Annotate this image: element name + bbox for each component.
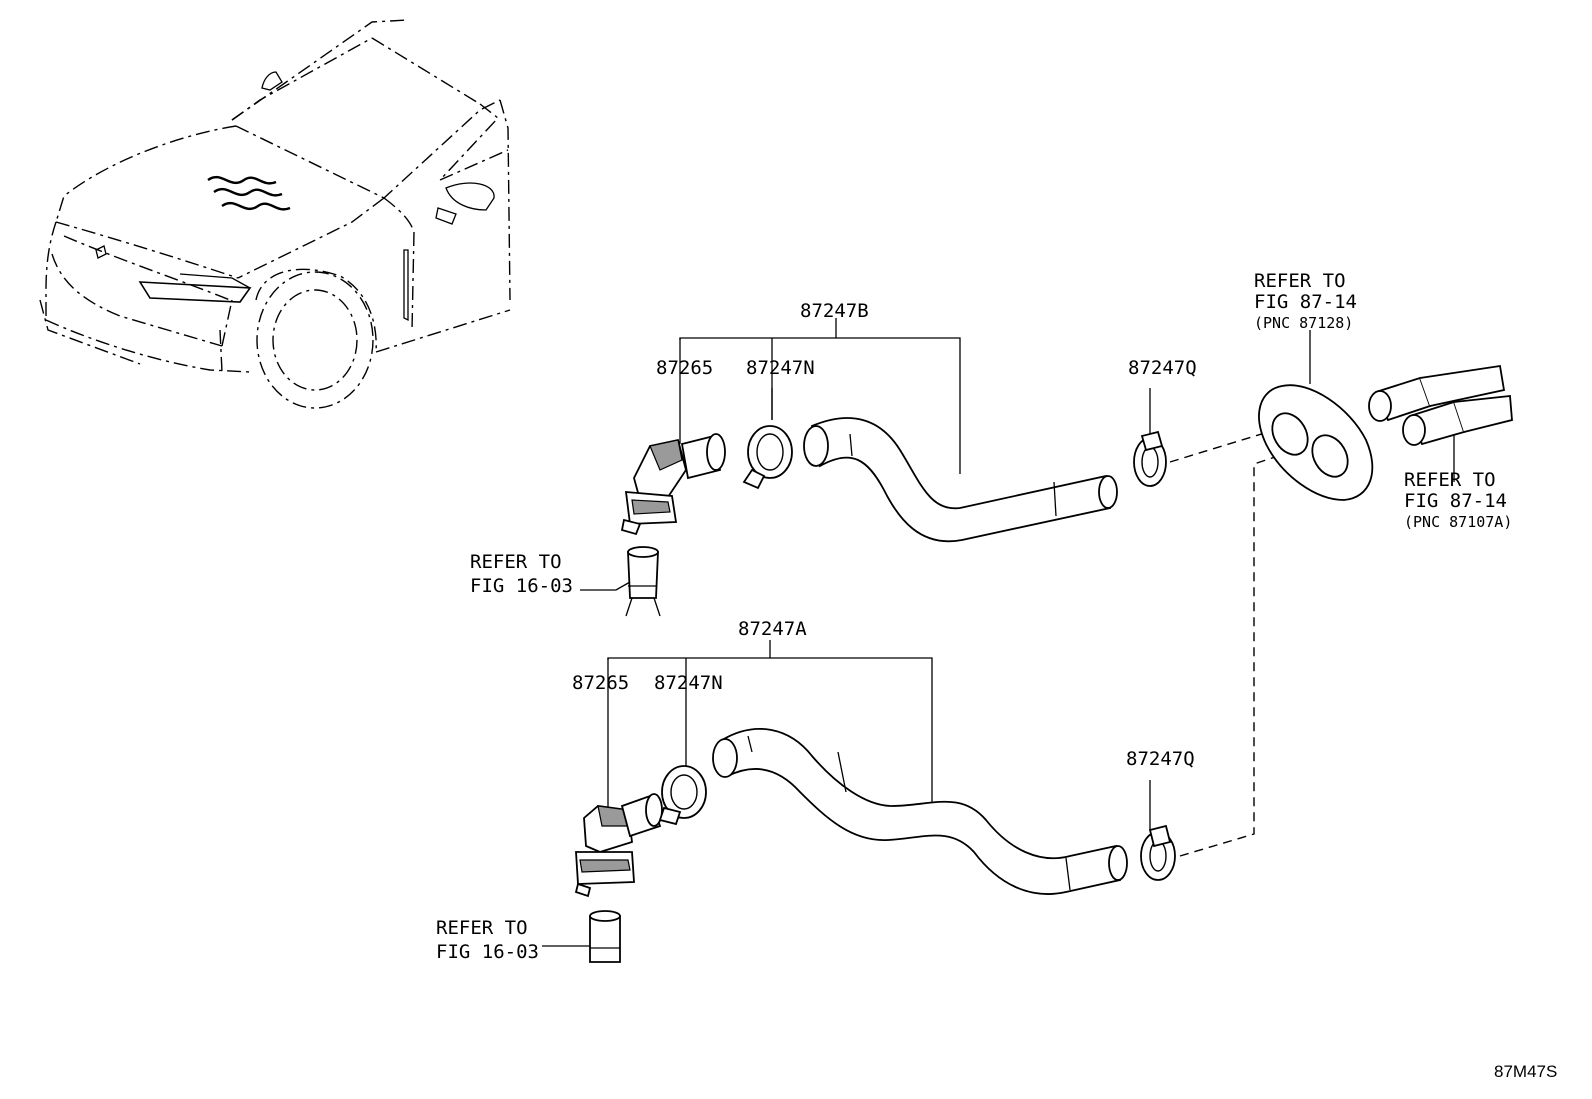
figure-code: 87M47S [1494, 1062, 1557, 1081]
ref-engine-top-line1: REFER TO [470, 551, 562, 573]
engine-pipe-top [625, 546, 661, 617]
engine-pipe-bottom [589, 910, 621, 963]
heater-hose-87247B [803, 417, 1118, 543]
hose-clamp-q-bottom [1140, 824, 1176, 881]
ref-engine-top-line2: FIG 16-03 [470, 575, 573, 597]
label-87247N-bottom: 87247N [654, 672, 723, 694]
upper-hose-assembly [580, 318, 1269, 617]
lower-hose-assembly [542, 451, 1291, 963]
ref-pipes-line2: FIG 87-14 [1404, 490, 1507, 512]
ref-pipes-line1: REFER TO [1404, 469, 1496, 491]
label-87247A: 87247A [738, 618, 807, 640]
firewall-grommet [1258, 330, 1374, 501]
ref-engine-bottom-line2: FIG 16-03 [436, 941, 539, 963]
hose-clamp-n-top [742, 425, 793, 490]
heater-core-pipes [1368, 364, 1513, 482]
heater-hose-87247A [712, 728, 1128, 895]
label-87265-top: 87265 [656, 357, 713, 379]
ref-engine-bottom-line1: REFER TO [436, 917, 528, 939]
ref-grommet-line1: REFER TO [1254, 270, 1346, 292]
label-87247B: 87247B [800, 300, 869, 322]
ref-pipes-line3: (PNC 87107A) [1404, 513, 1512, 531]
label-87265-bottom: 87265 [572, 672, 629, 694]
label-87247Q-bottom: 87247Q [1126, 748, 1195, 770]
quick-connector-bottom [574, 793, 663, 898]
part-labels: 87247B 87265 87247N 87247Q 87247A 87265 … [572, 300, 1197, 770]
hose-clamp-n-bottom [658, 765, 707, 826]
hose-clamp-q-top [1133, 430, 1167, 487]
label-87247Q-top: 87247Q [1128, 357, 1197, 379]
ref-grommet-line2: FIG 87-14 [1254, 291, 1357, 313]
quick-connector-top [620, 433, 726, 536]
ref-grommet-line3: (PNC 87128) [1254, 314, 1353, 332]
reference-notes: REFER TO FIG 87-14 (PNC 87128) REFER TO … [436, 270, 1512, 963]
label-87247N-top: 87247N [746, 357, 815, 379]
vehicle-illustration [39, 19, 511, 409]
